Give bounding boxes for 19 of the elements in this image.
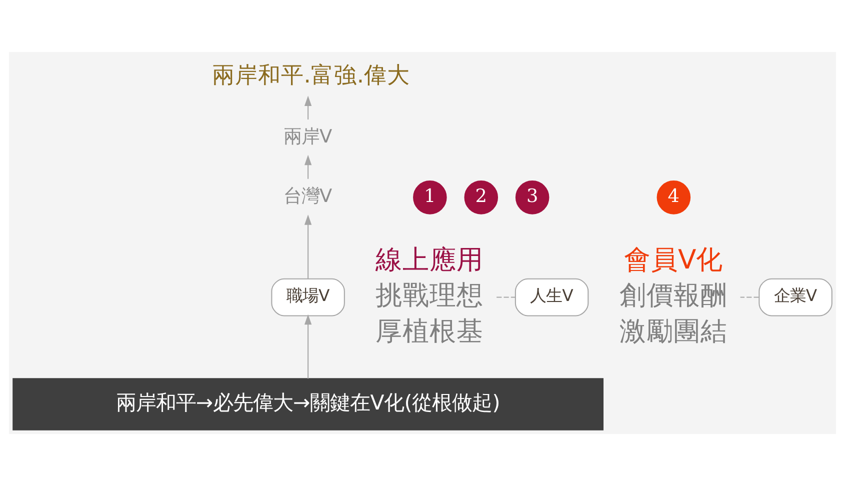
node-text: 兩岸V: [283, 126, 332, 148]
arrow: [304, 214, 312, 278]
node-box: 職場V: [271, 278, 345, 316]
node-circle: 2: [464, 180, 498, 214]
node-circle: 1: [413, 180, 447, 214]
node-box: 兩岸和平→必先偉大→關鍵在V化(從根做起): [12, 378, 604, 430]
connector: [496, 296, 516, 298]
node-text: 會員V化 創價報酬 激勵團結: [619, 244, 728, 347]
node-box: 人生V: [514, 278, 589, 316]
arrow: [304, 154, 312, 178]
arrow: [304, 95, 312, 119]
connector: [740, 296, 759, 298]
node-box: 企業V: [758, 278, 832, 316]
node-circle: 4: [656, 180, 691, 214]
node-circle: 3: [515, 180, 550, 214]
node-text: 線上應用 挑戰理想 厚植根基: [376, 244, 484, 347]
node-text: 台灣V: [283, 185, 332, 206]
arrow: [304, 314, 312, 378]
node-text: 兩岸和平.富強.偉大: [212, 62, 410, 88]
